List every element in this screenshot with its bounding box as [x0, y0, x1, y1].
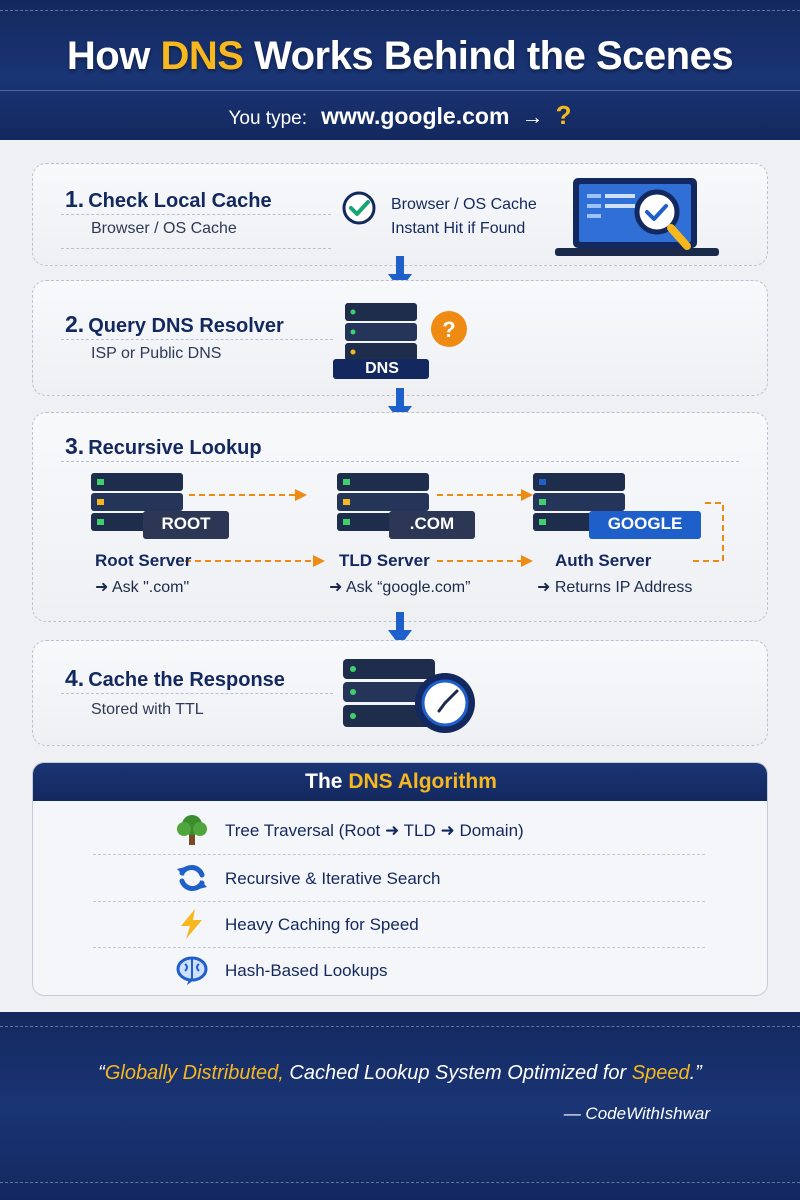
step-2-subtitle: ISP or Public DNS — [91, 345, 222, 362]
lightning-icon — [181, 909, 202, 939]
tld-server-label: .COM — [409, 514, 455, 533]
footer-stitch — [0, 1182, 800, 1183]
cache-callout-line1: Browser / OS Cache — [391, 196, 537, 213]
cache-callout-line2: Instant Hit if Found — [391, 220, 526, 237]
step-4-title-text: Cache the Response — [88, 669, 285, 691]
algorithm-heading-prefix: The — [305, 770, 343, 793]
step-4-panel: 4.Cache the Response Stored with TTL — [32, 640, 768, 746]
header-divider — [0, 90, 800, 91]
algorithm-heading-accent: DNS Algorithm — [348, 770, 497, 793]
step-2-panel: 2.Query DNS Resolver ISP or Public DNS D… — [32, 280, 768, 396]
question-mark: ? — [555, 100, 572, 130]
algorithm-separator — [93, 947, 705, 948]
question-badge-icon — [431, 311, 467, 347]
algorithm-panel: The DNS Algorithm Tree Traversal (Root ➜… — [32, 762, 768, 996]
title-suffix: Works Behind the Scenes — [254, 34, 734, 78]
tld-server-icon — [337, 473, 475, 539]
url-text: www.google.com — [321, 103, 510, 129]
step-2-number: 2. — [65, 311, 85, 337]
check-circle-icon — [342, 191, 376, 225]
step-2-title-text: Query DNS Resolver — [88, 315, 284, 337]
laptop-search-icon — [555, 178, 719, 256]
step-3-panel: 3.Recursive Lookup ROOT .COM GOOGLE — [32, 412, 768, 622]
quote-middle: Cached Lookup System Optimized for — [289, 1062, 627, 1084]
footer-author: — CodeWithIshwar — [563, 1104, 710, 1123]
footer-quote: “Globally Distributed, Cached Lookup Sys… — [0, 1062, 800, 1085]
tree-icon — [177, 815, 207, 845]
algorithm-item: Recursive & Iterative Search — [175, 859, 755, 899]
algorithm-item: Hash-Based Lookups — [175, 951, 755, 991]
lookup-flow-arrows — [185, 489, 724, 567]
step-1-title-text: Check Local Cache — [88, 190, 272, 212]
you-type-label: You type: — [228, 108, 307, 129]
header-stitch — [0, 10, 800, 11]
quote-open: “ — [98, 1062, 105, 1084]
server-clock-icon — [343, 659, 475, 733]
dns-server-label: DNS — [365, 360, 399, 377]
algorithm-item-text: Heavy Caching for Speed — [225, 915, 419, 934]
dns-server-icon — [333, 303, 429, 379]
down-arrow-icon — [388, 612, 412, 646]
brain-icon — [176, 956, 208, 985]
algorithm-item-text: Tree Traversal (Root ➜ TLD ➜ Domain) — [225, 821, 524, 840]
footer-banner: “Globally Distributed, Cached Lookup Sys… — [0, 1012, 800, 1200]
step-4-title: 4.Cache the Response — [65, 665, 285, 692]
step-4-dashline — [61, 693, 333, 694]
step-1-panel: 1.Check Local Cache Browser / OS Cache B… — [32, 163, 768, 266]
step-4-subtitle: Stored with TTL — [91, 701, 204, 718]
footer-stitch — [0, 1026, 800, 1027]
algorithm-heading: The DNS Algorithm — [33, 763, 767, 801]
step-1-dashline-2 — [61, 248, 331, 249]
algorithm-item-text: Recursive & Iterative Search — [225, 869, 441, 888]
quote-accent-2: Speed — [631, 1062, 690, 1084]
step-4-number: 4. — [65, 665, 85, 691]
root-server-label: ROOT — [161, 514, 211, 533]
step-2-title: 2.Query DNS Resolver — [65, 311, 284, 338]
step-1-subtitle: Browser / OS Cache — [91, 220, 237, 237]
title-prefix: How — [66, 34, 150, 78]
auth-server-ask: ➜ Returns IP Address — [537, 579, 693, 596]
title-accent: DNS — [160, 34, 244, 78]
header-banner: How DNS Works Behind the Scenes You type… — [0, 0, 800, 140]
tld-server-name: TLD Server — [339, 551, 430, 570]
step-1-number: 1. — [65, 186, 85, 212]
auth-server-name: Auth Server — [555, 551, 652, 570]
algorithm-separator — [93, 901, 705, 902]
subtitle: You type: www.google.com → ? — [0, 100, 800, 131]
arrow-icon: → — [521, 104, 544, 129]
root-server-name: Root Server — [95, 551, 192, 570]
root-server-icon — [91, 473, 229, 539]
refresh-cycle-icon — [177, 865, 207, 891]
algorithm-separator — [93, 854, 705, 855]
page-title: How DNS Works Behind the Scenes — [0, 34, 800, 79]
step-3-number: 3. — [65, 433, 85, 459]
algorithm-item: Tree Traversal (Root ➜ TLD ➜ Domain) — [175, 811, 755, 851]
algorithm-item: Heavy Caching for Speed — [175, 905, 755, 945]
step-2-dashline — [61, 339, 333, 340]
root-server-ask: ➜ Ask ".com" — [95, 579, 190, 596]
step-1-dashline — [61, 214, 331, 215]
step-3-title: 3.Recursive Lookup — [65, 433, 262, 460]
google-server-label: GOOGLE — [607, 514, 683, 533]
quote-close: .” — [689, 1062, 702, 1084]
step-3-dashline — [61, 461, 739, 462]
step-1-title: 1.Check Local Cache — [65, 186, 272, 213]
step-3-title-text: Recursive Lookup — [88, 437, 262, 459]
question-badge-text: ? — [442, 317, 456, 342]
quote-accent-1: Globally Distributed, — [104, 1062, 284, 1084]
algorithm-item-text: Hash-Based Lookups — [225, 961, 388, 980]
google-server-icon — [533, 473, 701, 539]
tld-server-ask: ➜ Ask “google.com” — [329, 579, 471, 596]
